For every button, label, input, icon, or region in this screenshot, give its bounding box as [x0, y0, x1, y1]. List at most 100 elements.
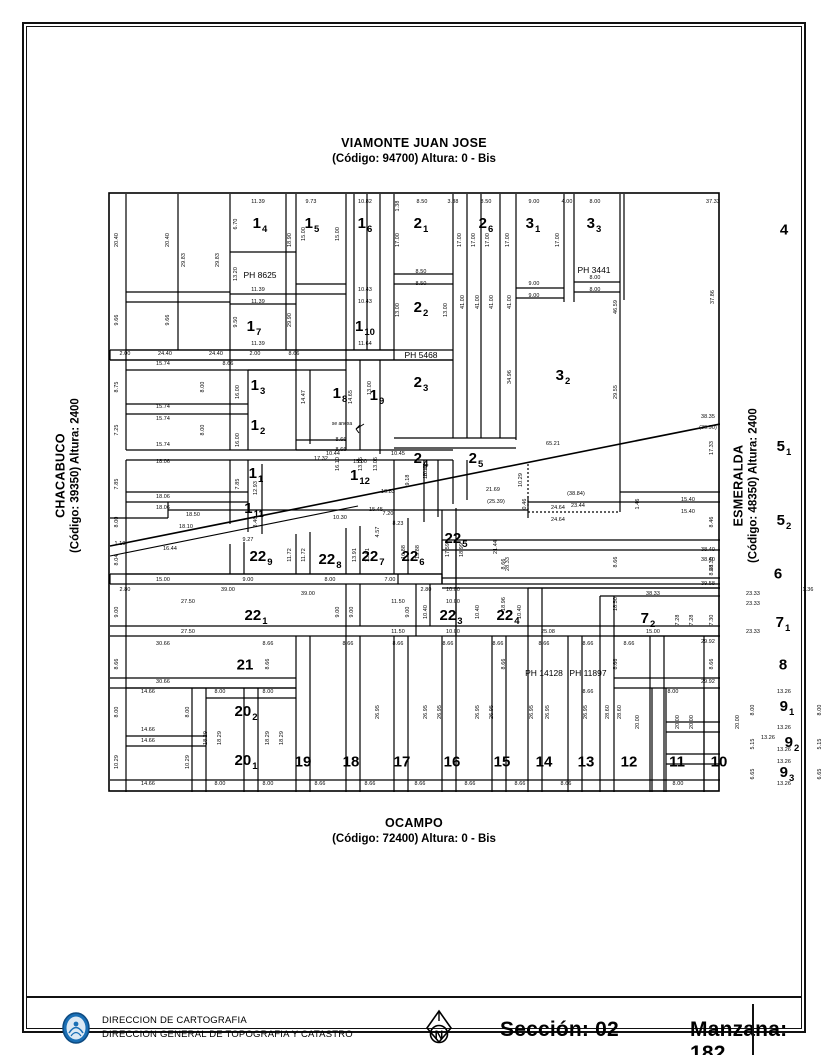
- dimension-text: 15.74: [156, 416, 170, 422]
- parcel-number[interactable]: 17: [246, 318, 262, 338]
- parcel-number[interactable]: 16: [357, 215, 373, 235]
- parcel-number[interactable]: 21: [413, 215, 429, 235]
- dimension-text: 30.66: [156, 679, 170, 685]
- dimension-text: 13.26: [777, 725, 791, 731]
- dimension-text: 39.00: [221, 587, 235, 593]
- parcel-number[interactable]: 202: [234, 703, 258, 723]
- dimension-text: 15.00: [646, 629, 660, 635]
- dimension-text: 38.33: [646, 591, 660, 597]
- parcel-number[interactable]: 51: [776, 438, 792, 458]
- parcel-number[interactable]: 111: [244, 500, 264, 520]
- parcel-number[interactable]: 25: [468, 450, 484, 470]
- dimension-text: 8.00: [324, 577, 336, 583]
- dimension-text: 21.69: [486, 487, 500, 493]
- parcel-number[interactable]: 24: [413, 450, 429, 470]
- parcel-number[interactable]: 14: [252, 215, 268, 235]
- dimension-text: 23.33: [746, 629, 760, 635]
- parcel-number[interactable]: 224: [496, 607, 520, 627]
- ph-label: PH 14128: [525, 668, 563, 678]
- parcel-number[interactable]: 10: [710, 753, 728, 771]
- parcel-number[interactable]: 16: [443, 753, 461, 771]
- parcel-number[interactable]: 13: [577, 753, 595, 771]
- parcel-number[interactable]: 91: [779, 698, 795, 718]
- dimension-text: 38.35: [701, 414, 715, 420]
- parcel-number[interactable]: 92: [784, 734, 800, 754]
- parcel-number[interactable]: 93: [779, 764, 795, 784]
- dimension-text: 8.00: [817, 704, 823, 716]
- manzana-label: Manzana: 182: [690, 1018, 788, 1055]
- parcel-number[interactable]: 225: [444, 530, 468, 550]
- parcel-number[interactable]: 19: [294, 753, 312, 771]
- parcel-number[interactable]: 4: [779, 221, 789, 239]
- dimension-text: 8.66: [492, 641, 504, 647]
- dimension-text: 8.00: [262, 781, 274, 787]
- dimension-text: 8.66: [392, 641, 404, 647]
- parcel-number[interactable]: 11: [669, 753, 685, 771]
- dimension-text: 8.66: [414, 781, 426, 787]
- parcel-number[interactable]: 14: [535, 753, 553, 771]
- dimension-text: 15.74: [156, 404, 170, 410]
- parcel-number[interactable]: 13: [250, 377, 266, 397]
- dimension-text: 8.23: [392, 521, 404, 527]
- parcel-number[interactable]: 110: [355, 318, 375, 338]
- dimension-text: 18.06: [156, 494, 170, 500]
- dimension-text: 18.10: [179, 524, 193, 530]
- parcel-number[interactable]: 26: [478, 215, 494, 235]
- footer-divider-rule: [26, 996, 802, 998]
- parcel-number[interactable]: 18: [332, 385, 348, 405]
- document-outer-frame: [22, 22, 806, 1033]
- parcel-number[interactable]: 15: [493, 753, 511, 771]
- dimension-text: 11.39: [251, 299, 265, 305]
- dimension-text: 6.65: [750, 768, 756, 780]
- parcel-number[interactable]: 12: [250, 417, 266, 437]
- dimension-text: 10.82: [358, 199, 372, 205]
- parcel-number[interactable]: 6: [773, 565, 783, 583]
- parcel-number[interactable]: 72: [640, 610, 656, 630]
- dimension-text: 24.64: [551, 505, 565, 511]
- parcel-number[interactable]: 8: [778, 656, 788, 674]
- parcel-number[interactable]: 228: [318, 551, 342, 571]
- compass-rose-icon: N: [418, 1008, 460, 1052]
- dimension-text: 4.00: [561, 199, 573, 205]
- dimension-text: 2.80: [119, 587, 131, 593]
- parcel-number[interactable]: 112: [350, 467, 370, 487]
- dimension-text: 39.00: [301, 591, 315, 597]
- parcel-number[interactable]: 31: [525, 215, 541, 235]
- parcel-number[interactable]: 15: [304, 215, 320, 235]
- parcel-number[interactable]: 201: [234, 752, 258, 772]
- parcel-number[interactable]: 229: [249, 548, 273, 568]
- parcel-number[interactable]: 221: [244, 607, 268, 627]
- dimension-text: 15.00: [353, 459, 367, 465]
- dimension-text: 15.45: [369, 507, 383, 513]
- dimension-text: 14.66: [141, 727, 155, 733]
- dimension-text: 15.40: [681, 497, 695, 503]
- parcel-number[interactable]: 12: [620, 753, 638, 771]
- parcel-number[interactable]: 32: [555, 367, 571, 387]
- parcel-number[interactable]: 18: [342, 753, 360, 771]
- dimension-text: 1.36: [802, 587, 814, 593]
- parcel-number[interactable]: 71: [775, 614, 791, 634]
- parcel-number[interactable]: 17: [393, 753, 411, 771]
- dimension-text: 8.66: [623, 641, 635, 647]
- parcel-number[interactable]: 227: [361, 548, 385, 568]
- dimension-text: 10.43: [358, 299, 372, 305]
- dimension-text: 10.00: [446, 599, 460, 605]
- parcel-number[interactable]: 23: [413, 374, 429, 394]
- street-west-code: (Código: 39350) Altura: 2400: [69, 398, 82, 554]
- dimension-text: 5.15: [750, 738, 756, 750]
- parcel-number[interactable]: 21: [236, 656, 254, 674]
- parcel-number[interactable]: 11: [248, 465, 264, 485]
- dimension-text: 11.50: [391, 599, 405, 605]
- street-east-code: (Código: 48350) Altura: 2400: [747, 408, 760, 564]
- dimension-text: 13.26: [761, 735, 775, 741]
- parcel-number[interactable]: 223: [439, 607, 463, 627]
- parcel-number[interactable]: 226: [401, 548, 425, 568]
- parcel-number[interactable]: 22: [413, 299, 429, 319]
- parcel-number[interactable]: 19: [369, 387, 385, 407]
- parcel-geometry: [108, 192, 720, 792]
- parcel-number[interactable]: 52: [776, 512, 792, 532]
- parcel-number[interactable]: 33: [586, 215, 602, 235]
